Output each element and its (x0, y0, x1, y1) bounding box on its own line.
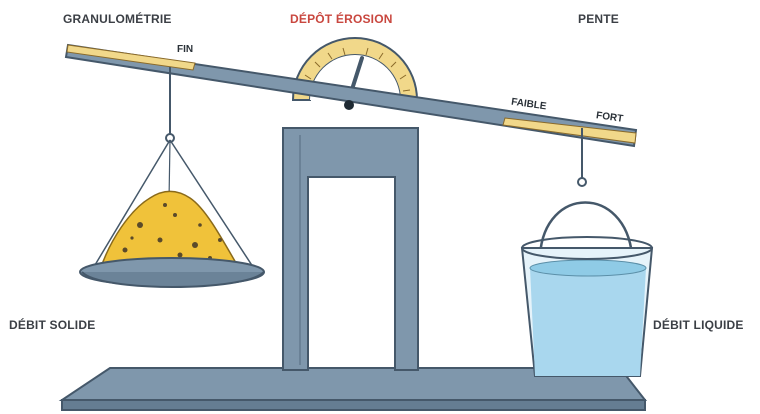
balance-pillar (283, 128, 418, 370)
label-fin: FIN (177, 44, 193, 55)
label-depot-erosion: DÉPÔT ÉROSION (290, 12, 393, 26)
water (530, 268, 646, 376)
label-granulometrie: GRANULOMÉTRIE (63, 12, 172, 26)
label-debit-liquide: DÉBIT LIQUIDE (653, 318, 744, 332)
right-bucket (522, 128, 652, 376)
left-pan (80, 67, 264, 287)
label-pente: PENTE (578, 12, 619, 26)
label-debit-solide: DÉBIT SOLIDE (9, 318, 95, 332)
